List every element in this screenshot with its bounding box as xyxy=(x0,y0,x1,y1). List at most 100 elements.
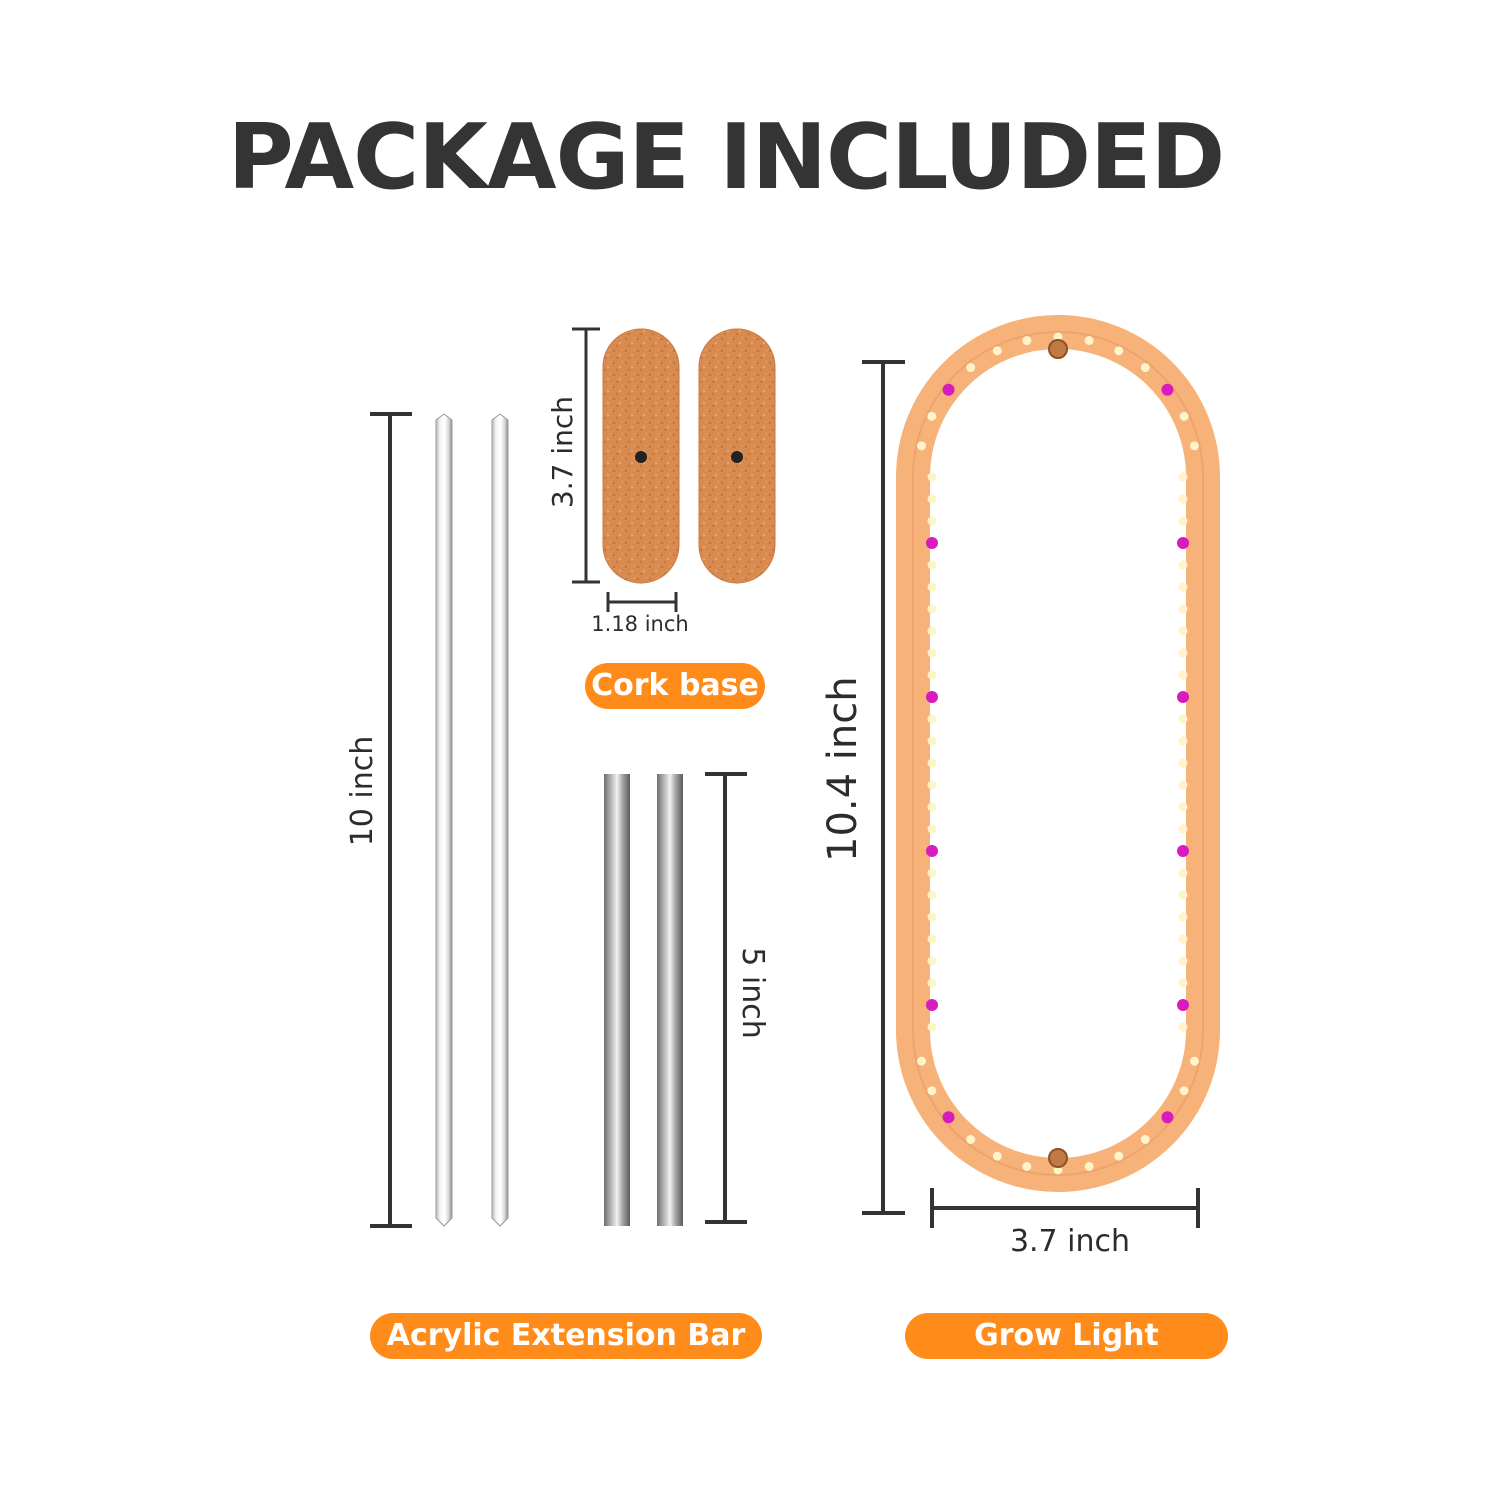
warm-led xyxy=(927,758,937,768)
warm-led xyxy=(966,363,976,373)
warm-led xyxy=(1178,472,1188,482)
warm-led xyxy=(1178,956,1188,966)
grow-light-width-label: 3.7 inch xyxy=(1009,1224,1131,1259)
warm-led xyxy=(927,1022,937,1032)
warm-led xyxy=(927,472,937,482)
warm-led xyxy=(1178,516,1188,526)
pink-led xyxy=(926,537,938,549)
warm-led xyxy=(927,604,937,614)
warm-led xyxy=(1178,1022,1188,1032)
grow-light-height-label: 10.4 inch xyxy=(820,676,866,862)
warm-led xyxy=(927,670,937,680)
cork-bases xyxy=(602,328,776,584)
grow-light-ring xyxy=(896,315,1220,1192)
warm-led xyxy=(1178,780,1188,790)
grow-light-height-dimension xyxy=(862,360,905,1215)
pink-led xyxy=(1177,537,1189,549)
warm-led xyxy=(927,411,937,421)
warm-led xyxy=(1178,736,1188,746)
warm-led xyxy=(1178,714,1188,724)
warm-led xyxy=(1114,346,1124,356)
pink-led xyxy=(926,999,938,1011)
warm-led xyxy=(1179,1086,1189,1096)
page-title: PACKAGE INCLUDED xyxy=(227,105,1225,210)
warm-led xyxy=(966,1134,976,1144)
warm-led xyxy=(1178,582,1188,592)
warm-led xyxy=(927,824,937,834)
warm-led xyxy=(1178,758,1188,768)
warm-led xyxy=(1178,868,1188,878)
warm-led xyxy=(992,346,1002,356)
warm-led xyxy=(1178,978,1188,988)
warm-led xyxy=(927,802,937,812)
warm-led xyxy=(917,1056,927,1066)
metal-rods xyxy=(604,774,683,1226)
warm-led xyxy=(1140,363,1150,373)
warm-led xyxy=(1178,912,1188,922)
warm-led xyxy=(927,978,937,988)
pink-led xyxy=(1177,999,1189,1011)
warm-led xyxy=(1178,648,1188,658)
warm-led xyxy=(927,956,937,966)
warm-led xyxy=(1178,824,1188,834)
metal-rod xyxy=(657,774,683,1226)
warm-led xyxy=(1053,1165,1063,1175)
warm-led xyxy=(1178,494,1188,504)
warm-led xyxy=(1053,332,1063,342)
metal-rod-length-label: 5 inch xyxy=(735,947,770,1039)
pink-led xyxy=(1161,1111,1174,1124)
pink-led xyxy=(1161,383,1174,396)
warm-led xyxy=(1140,1134,1150,1144)
pink-led xyxy=(942,1111,955,1124)
metal-rod-length-dimension xyxy=(705,772,747,1224)
warm-led xyxy=(1084,336,1094,346)
cork-base-pill: Cork base xyxy=(585,663,765,709)
warm-led xyxy=(1022,1161,1032,1171)
warm-led xyxy=(1022,336,1032,346)
warm-led xyxy=(927,494,937,504)
acrylic-extension-bars xyxy=(435,413,509,1227)
warm-led xyxy=(1189,1056,1199,1066)
led-beads xyxy=(917,332,1199,1175)
grow-light-width-dimension xyxy=(930,1188,1200,1228)
warm-led xyxy=(1114,1151,1124,1161)
cork-height-label: 3.7 inch xyxy=(546,395,579,509)
grow-light-pill: Grow Light xyxy=(905,1313,1228,1359)
warm-led xyxy=(1189,441,1199,451)
warm-led xyxy=(927,714,937,724)
warm-led xyxy=(1178,670,1188,680)
warm-led xyxy=(1178,560,1188,570)
warm-led xyxy=(917,441,927,451)
pink-led xyxy=(926,845,938,857)
cork-width-dimension xyxy=(606,592,678,612)
warm-led xyxy=(1178,604,1188,614)
warm-led xyxy=(927,934,937,944)
warm-led xyxy=(927,582,937,592)
metal-rod xyxy=(604,774,630,1226)
cork-width-label: 1.18 inch xyxy=(591,612,689,636)
warm-led xyxy=(927,648,937,658)
warm-led xyxy=(1178,934,1188,944)
pink-led xyxy=(1177,845,1189,857)
warm-led xyxy=(1178,802,1188,812)
warm-led xyxy=(1178,890,1188,900)
warm-led xyxy=(927,1086,937,1096)
warm-led xyxy=(927,780,937,790)
warm-led xyxy=(927,516,937,526)
acrylic-extension-bar-pill: Acrylic Extension Bar xyxy=(370,1313,762,1359)
pink-led xyxy=(926,691,938,703)
acrylic-length-label: 10 inch xyxy=(345,735,380,847)
warm-led xyxy=(927,890,937,900)
warm-led xyxy=(927,626,937,636)
warm-led xyxy=(1179,411,1189,421)
warm-led xyxy=(927,868,937,878)
warm-led xyxy=(1084,1161,1094,1171)
cork-height-dimension xyxy=(572,327,600,584)
pink-led xyxy=(942,383,955,396)
warm-led xyxy=(992,1151,1002,1161)
acrylic-bar xyxy=(491,413,509,1227)
warm-led xyxy=(927,736,937,746)
warm-led xyxy=(927,560,937,570)
acrylic-length-dimension xyxy=(370,412,412,1228)
